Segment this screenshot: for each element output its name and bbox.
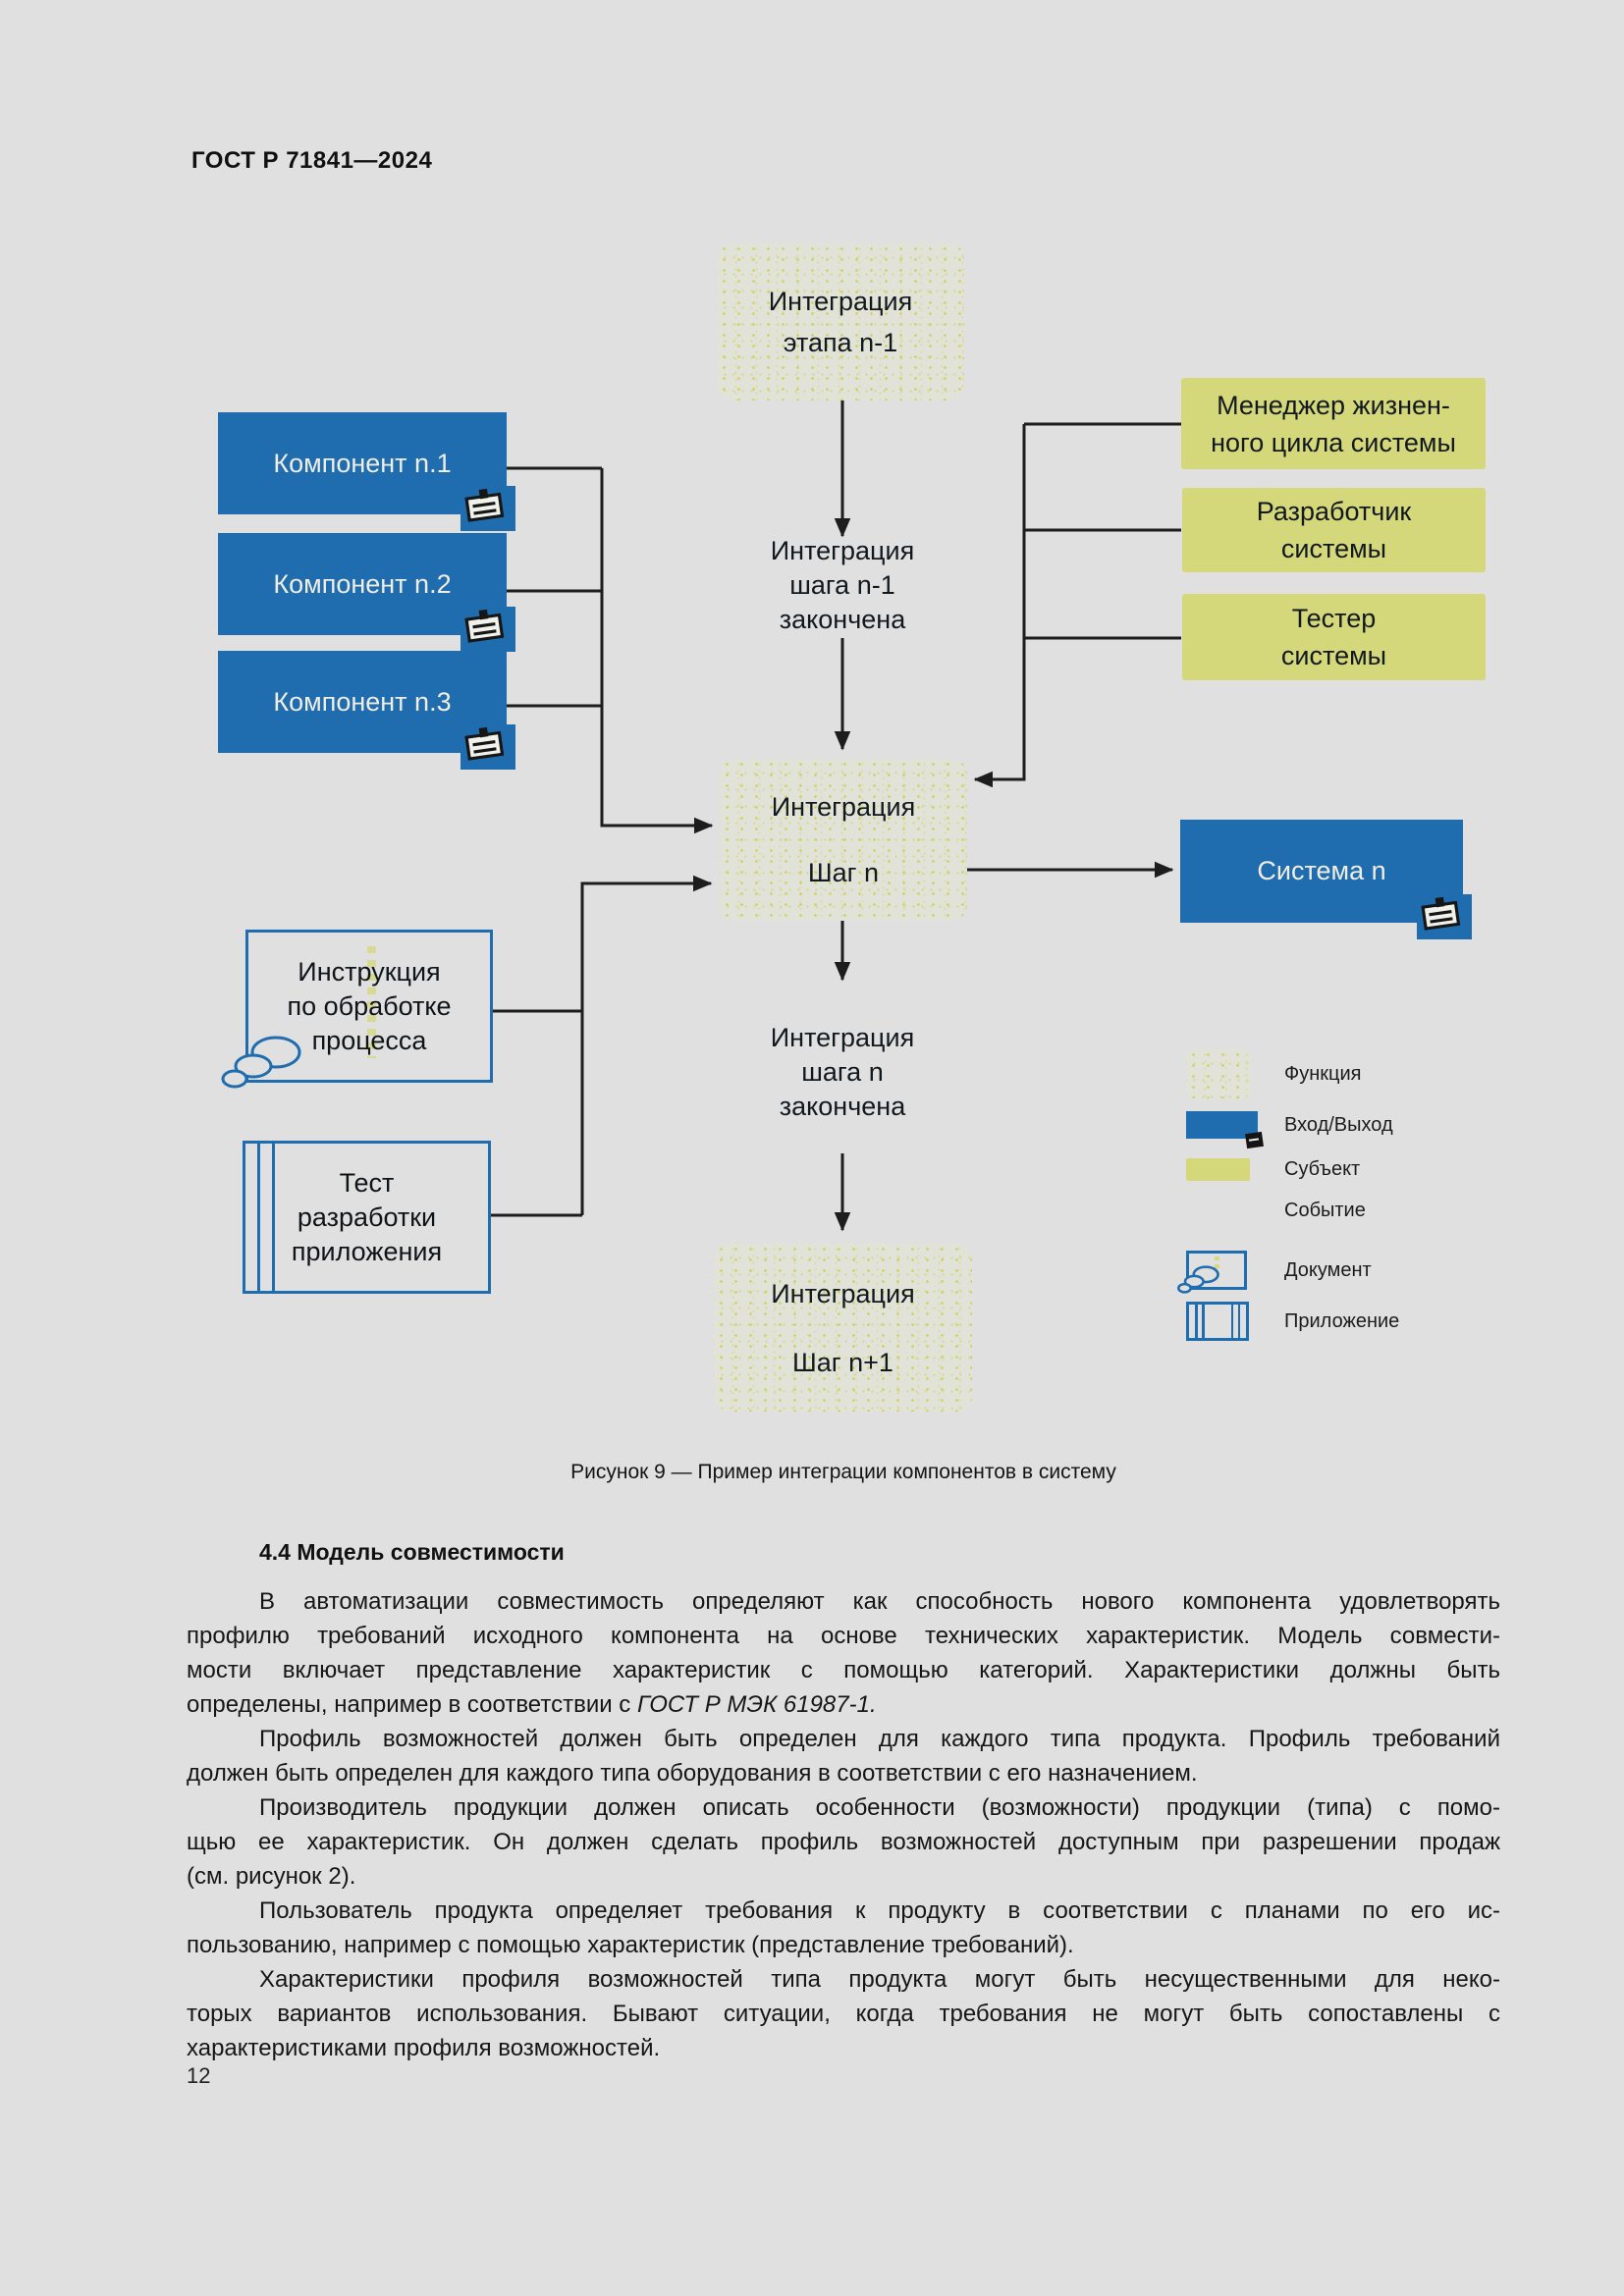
text-line: щью ее характеристик. Он должен сделать … (187, 1829, 1500, 1855)
subject-symbol (1186, 1157, 1250, 1181)
note-tag-icon (460, 724, 515, 770)
arrow-components-to-step (600, 468, 714, 834)
paragraph: Производитель продукции должен описать о… (187, 1790, 1500, 1894)
io-component-1: Компонент n.1 (218, 412, 515, 531)
text-line: В автоматизации совместимость определяют… (259, 1588, 1500, 1615)
io-component-2: Компонент n.2 (218, 533, 515, 652)
legend-label: Документ (1284, 1258, 1372, 1281)
io-component-3-label: Компонент n.3 (273, 686, 452, 717)
io-component-3: Компонент n.3 (218, 651, 515, 770)
legend-label: Вход/Выход (1284, 1113, 1393, 1136)
text-line: характеристиками профиля возможностей. (187, 2035, 661, 2061)
text-line: профилю требований исходного компонента … (187, 1623, 1500, 1649)
text-line: (см. рисунок 2). (187, 1863, 356, 1890)
document-process-instruction: Инструкция по обработке процесса (221, 930, 493, 1089)
text-line: определены, например в соответствии с ГО… (187, 1691, 877, 1718)
figure-caption: Рисунок 9 — Пример интеграции компоненто… (570, 1461, 1116, 1483)
legend-label: Функция (1284, 1062, 1362, 1085)
paragraph: Пользователь продукта определяет требова… (187, 1894, 1500, 1962)
document-header: ГОСТ Р 71841—2024 (191, 147, 433, 174)
text-line: мости включает представление характерист… (187, 1657, 1500, 1683)
section-heading: 4.4 Модель совместимости (259, 1539, 565, 1565)
legend-row-function: Функция (1186, 1048, 1361, 1099)
note-tag-icon (460, 607, 515, 652)
paragraph: Профиль возможностей должен быть определ… (187, 1722, 1500, 1790)
subject-lifecycle-manager: Менеджер жизнен- ного цикла системы (1181, 378, 1486, 469)
arrow-subjects-to-step (973, 424, 1026, 788)
document-symbol (1177, 1251, 1247, 1294)
document-cloud-icon (221, 1036, 301, 1089)
document-process-instruction-label: Инструкция по обработке процесса (287, 956, 452, 1055)
paragraphs: В автоматизации совместимость определяют… (187, 1584, 1500, 2065)
document-cloud-icon (1177, 1265, 1219, 1294)
subject-system-tester: Тестер системы (1182, 594, 1486, 680)
page-number: 12 (187, 2063, 211, 2088)
legend-row-subject: Субъект (1186, 1157, 1360, 1181)
legend-row-application: Приложение (1186, 1301, 1399, 1342)
legend-row-document: Документ (1177, 1250, 1372, 1294)
connector-lines (491, 400, 1181, 1232)
paragraph: Характеристики профиля возможностей типа… (187, 1962, 1500, 2065)
text-line: должен быть определен для каждого типа о… (187, 1760, 1198, 1787)
text-line: Производитель продукции должен описать о… (259, 1794, 1500, 1821)
function-step-n: Интеграция Шаг n (720, 759, 967, 921)
application-symbol (1186, 1302, 1249, 1341)
paragraph: В автоматизации совместимость определяют… (187, 1584, 1500, 1722)
legend-row-event: Событие (1186, 1196, 1366, 1225)
text-line: Профиль возможностей должен быть определ… (259, 1726, 1500, 1752)
note-tag-icon (1417, 894, 1472, 939)
io-system-n-label: Система n (1257, 856, 1386, 885)
function-symbol (1186, 1049, 1251, 1098)
io-component-2-label: Компонент n.2 (273, 568, 452, 599)
input-output-symbol (1186, 1111, 1264, 1149)
note-tag-icon (460, 486, 515, 531)
document-marker (366, 946, 376, 1058)
function-stage-prev: Интеграция этапа n-1 (717, 243, 964, 400)
text-line: пользованию, например с помощью характер… (187, 1932, 1074, 1958)
legend-row-io: Вход/Выход (1186, 1110, 1393, 1149)
text-line: Характеристики профиля возможностей типа… (259, 1966, 1500, 1993)
application-dev-test: Тест разработки приложения (243, 1141, 491, 1294)
event-step-prev-finished: Интеграция шага n-1 закончена (770, 535, 915, 634)
text-line: торых вариантов использования. Бывают си… (187, 2001, 1500, 2027)
note-tag-icon (1245, 1131, 1264, 1149)
subject-system-developer: Разработчик системы (1182, 488, 1486, 572)
legend-label: Событие (1284, 1199, 1366, 1221)
body-content: 4.4 Модель совместимости В автоматизации… (187, 1539, 1500, 2065)
application-dev-test-label: Тест разработки приложения (291, 1167, 443, 1266)
io-system-n: Система n (1180, 820, 1472, 939)
legend-label: Субъект (1284, 1157, 1361, 1180)
event-step-n-finished: Интеграция шага n закончена (770, 1022, 915, 1121)
function-step-next: Интеграция Шаг n+1 (714, 1244, 972, 1412)
io-component-1-label: Компонент n.1 (273, 448, 452, 478)
arrow-doc-app-to-step (580, 875, 713, 1215)
integration-diagram: Интеграция этапа n-1 Компонент n.1 Компо… (0, 226, 1624, 1502)
text-line: Пользователь продукта определяет требова… (259, 1897, 1500, 1924)
legend-label: Приложение (1284, 1309, 1400, 1332)
